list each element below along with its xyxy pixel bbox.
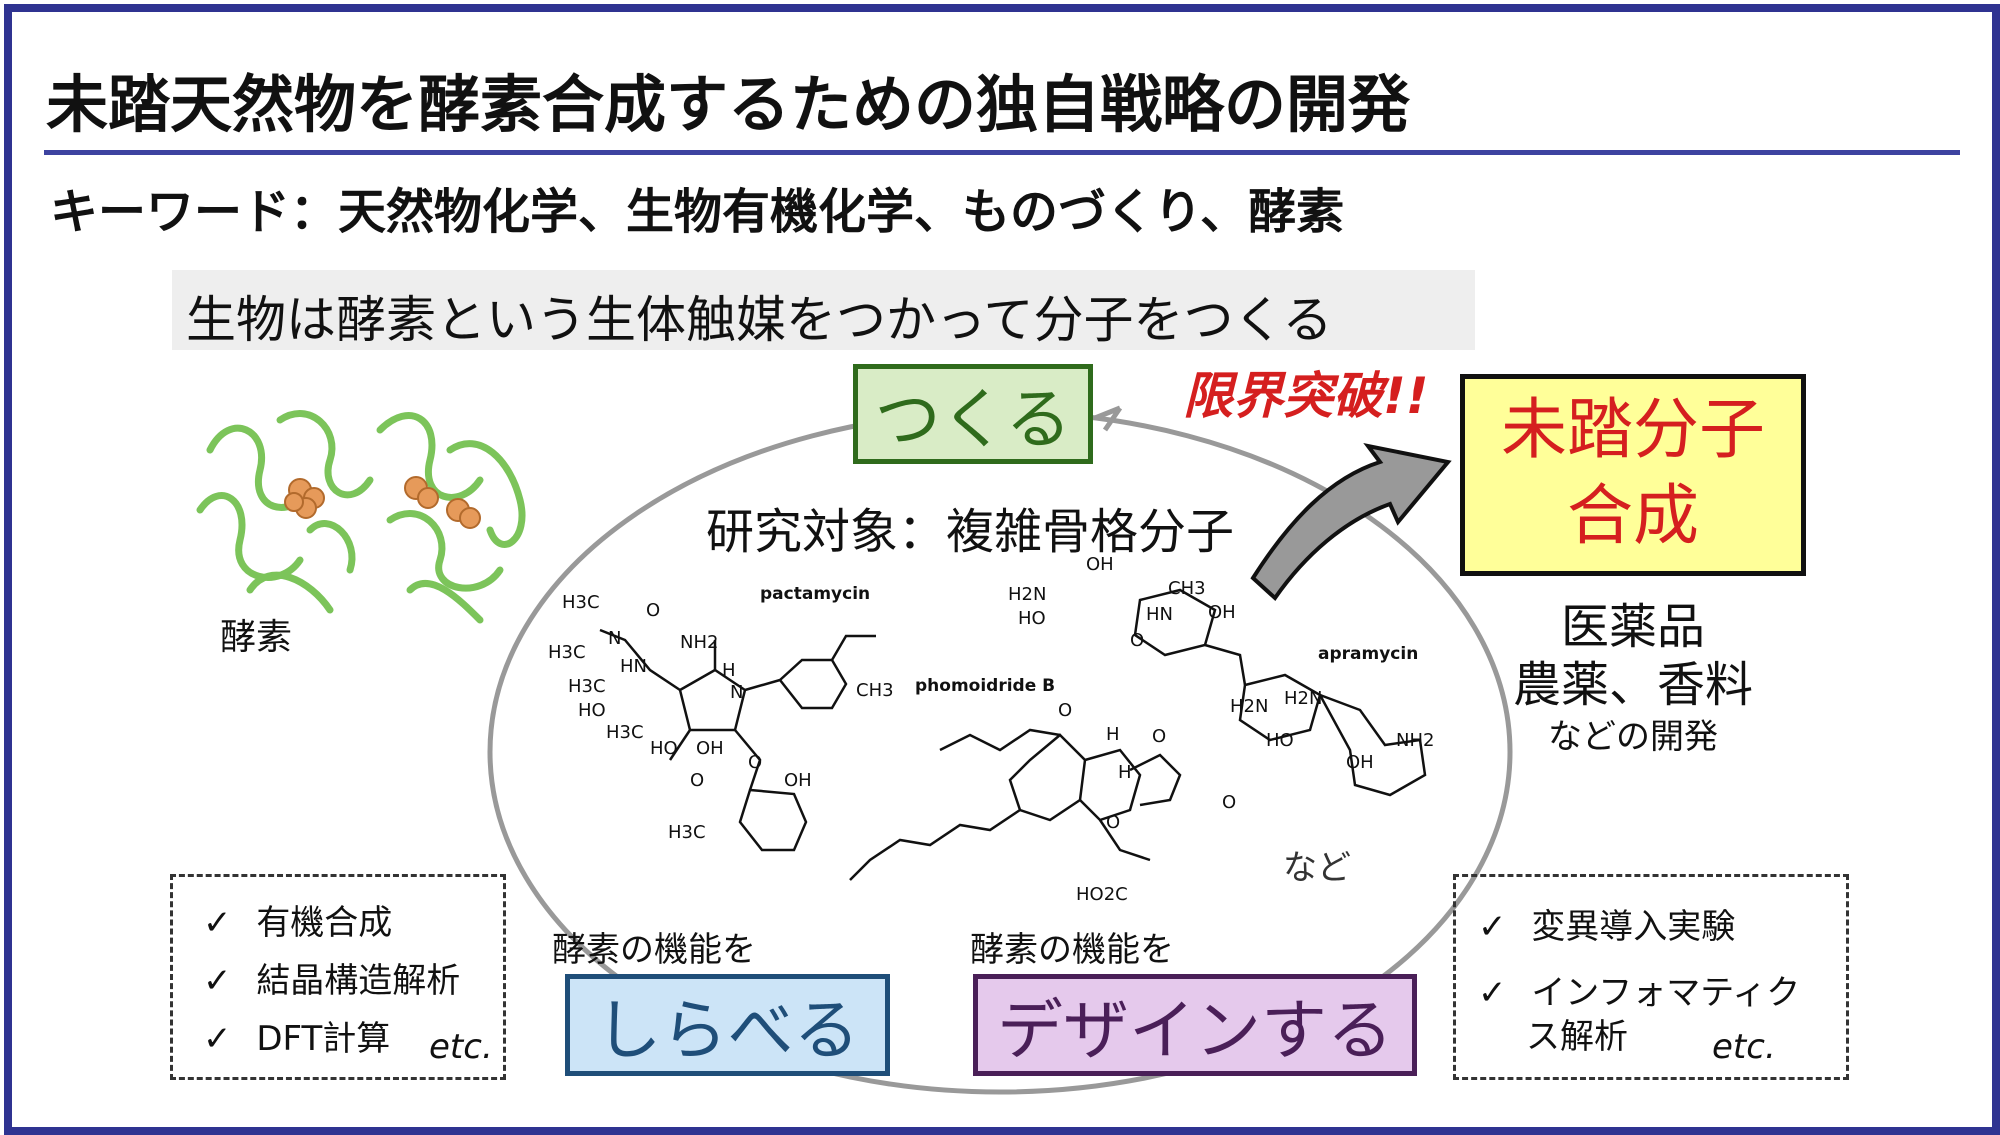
atom-ho-3: HO	[1018, 608, 1046, 629]
left-etc: etc.	[429, 1027, 493, 1067]
atom-ch3-1: CH3	[856, 680, 894, 701]
atom-h3c-2: H3C	[548, 642, 586, 663]
atom-h3c-1: H3C	[562, 592, 600, 613]
atom-h3c-4: H3C	[606, 722, 644, 743]
atom-nh2-2: NH2	[1396, 730, 1435, 751]
atom-h2n-2: H2N	[1230, 696, 1269, 717]
atom-o-1: O	[646, 600, 661, 621]
atom-nh2-1: NH2	[680, 632, 719, 653]
left-method-2: 結晶構造解析	[256, 961, 461, 1001]
atom-h3c-5: H3C	[668, 822, 706, 843]
left-methods-box: ✓ 有機合成 ✓ 結晶構造解析 ✓ DFT計算 etc.	[170, 874, 506, 1080]
right-method-2: インフォマティク	[1531, 973, 1801, 1013]
target-line-1: 未踏分子	[1501, 391, 1765, 468]
atom-h-3: H	[1118, 762, 1132, 783]
design-label: デザインする	[997, 992, 1393, 1069]
keywords-line: キーワード：天然物化学、生物有機化学、ものづくり、酵素	[50, 184, 1345, 240]
atom-ch3-2: CH3	[1168, 578, 1206, 599]
make-label: つくる	[874, 381, 1072, 458]
atom-oh-5: OH	[1346, 752, 1374, 773]
check-icon: ✓	[203, 961, 232, 1001]
research-target: 研究対象：複雑骨格分子	[706, 504, 1235, 560]
atom-oh-1: OH	[696, 738, 724, 759]
intro-banner: 生物は酵素という生体触媒をつかって分子をつくる	[172, 270, 1475, 350]
applications-line-2: 農薬、香料	[1512, 657, 1753, 713]
atom-oh-4: OH	[1208, 602, 1236, 623]
check-icon: ✓	[1478, 973, 1507, 1013]
etc-molecules: など	[1283, 848, 1351, 888]
right-check-1: ✓ 変異導入実験	[1478, 899, 1735, 948]
pactamycin-label: pactamycin	[760, 584, 871, 604]
atom-n-2: N	[730, 682, 744, 703]
atom-h2n-1: H2N	[1008, 584, 1047, 605]
slide-title: 未踏天然物を酵素合成するための独自戦略の開発	[46, 68, 1411, 141]
atom-oh-3: OH	[1086, 554, 1114, 575]
check-icon: ✓	[203, 903, 232, 943]
atom-ho-2: HO	[650, 738, 678, 759]
atom-oh-2: OH	[784, 770, 812, 791]
atom-ho-1: HO	[578, 700, 606, 721]
atom-h-1: H	[722, 660, 736, 681]
design-box: デザインする	[973, 974, 1417, 1076]
atom-o-7: O	[1222, 792, 1237, 813]
atom-hn-1: HN	[620, 656, 647, 677]
atom-hn-2: HN	[1146, 604, 1173, 625]
left-check-2: ✓ 結晶構造解析	[203, 953, 460, 1002]
atom-o-4: O	[1130, 630, 1145, 651]
atom-ho2c: HO2C	[1076, 884, 1128, 905]
intro-banner-text: 生物は酵素という生体触媒をつかって分子をつくる	[186, 291, 1333, 349]
applications-line-1: 医薬品	[1560, 599, 1705, 655]
atom-o-5: O	[1058, 700, 1073, 721]
atom-h3c-3: H3C	[568, 676, 606, 697]
applications: 医薬品 農薬、香料 などの開発	[1470, 598, 1796, 760]
enzyme-structure-image	[196, 410, 526, 624]
target-line-2: 合成	[1567, 477, 1699, 554]
atom-h2n-3: H2N	[1284, 688, 1323, 709]
atom-h-2: H	[1106, 724, 1120, 745]
left-check-3: ✓ DFT計算	[203, 1011, 390, 1060]
right-check-2: ✓ インフォマティク	[1478, 965, 1800, 1014]
investigate-label: しらべる	[595, 992, 860, 1069]
enzyme-label: 酵素	[220, 617, 293, 658]
left-method-1: 有機合成	[256, 903, 393, 943]
left-method-3: DFT計算	[256, 1019, 391, 1059]
atom-o-8: O	[1106, 812, 1121, 833]
atom-o-6: O	[1152, 726, 1167, 747]
applications-line-3: などの開発	[1548, 717, 1718, 757]
target-box: 未踏分子 合成	[1460, 374, 1806, 576]
breakthrough-text: 限界突破!!	[1183, 367, 1429, 425]
investigate-box: しらべる	[565, 974, 890, 1076]
make-box: つくる	[853, 364, 1093, 464]
left-check-1: ✓ 有機合成	[203, 895, 392, 944]
check-icon: ✓	[203, 1019, 232, 1059]
atom-o-2: O	[748, 752, 763, 773]
apramycin-label: apramycin	[1318, 644, 1419, 664]
atom-n-1: N	[608, 628, 622, 649]
phomoidride-label: phomoidride B	[915, 676, 1056, 696]
right-method-1: 変異導入実験	[1531, 907, 1736, 947]
atom-ho-4: HO	[1266, 730, 1294, 751]
right-methods-box: ✓ 変異導入実験 ✓ インフォマティク ス解析 etc.	[1453, 874, 1849, 1080]
function-right-caption: 酵素の機能を	[970, 930, 1174, 970]
molecule-structures	[599, 588, 1427, 881]
right-method-2-cont: ス解析	[1526, 1017, 1628, 1057]
function-left-caption: 酵素の機能を	[552, 930, 756, 970]
title-divider	[44, 150, 1960, 155]
right-etc: etc.	[1712, 1027, 1776, 1067]
atom-o-3: O	[690, 770, 705, 791]
check-icon: ✓	[1478, 907, 1507, 947]
